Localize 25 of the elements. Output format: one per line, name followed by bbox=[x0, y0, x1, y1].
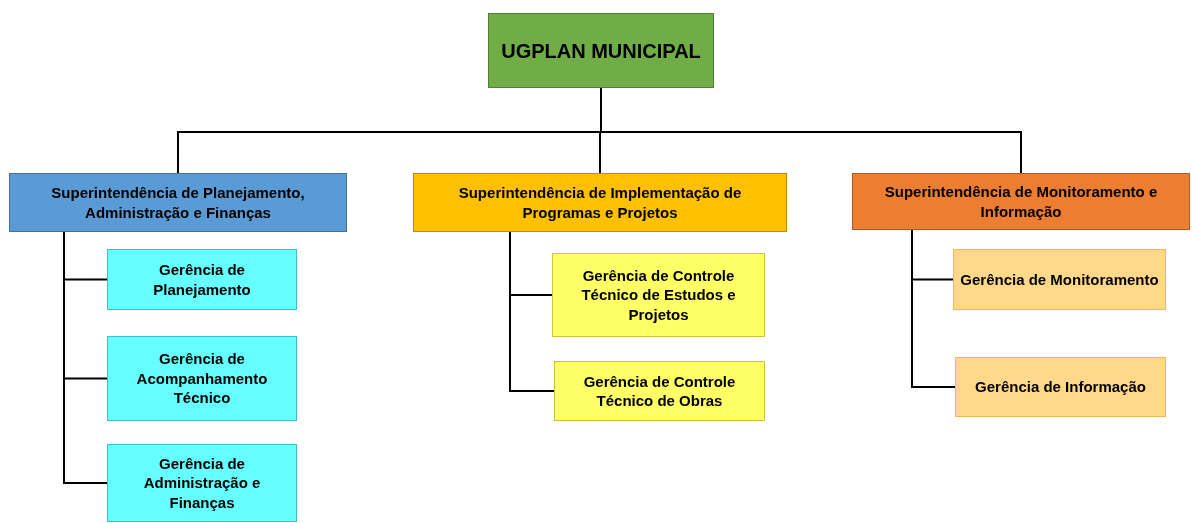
unit-name: Superintendência de Monitoramento e Informação bbox=[883, 182, 1159, 221]
unit-name: Gerência de Controle Técnico de Estudos e Projetos bbox=[580, 265, 737, 325]
unit-name: Gerência de Acompanhamento Técnico bbox=[135, 349, 269, 408]
org-unit-box bbox=[554, 361, 765, 421]
unit-name: Superintendência de Planejamento, Administração e Finanças bbox=[50, 183, 306, 222]
org-unit-box bbox=[955, 357, 1166, 417]
org-unit-box bbox=[488, 13, 714, 88]
org-unit-box bbox=[107, 336, 297, 421]
org-unit-box bbox=[107, 444, 297, 522]
unit-name: Gerência de Administração e Finanças bbox=[142, 453, 262, 513]
org-unit-box bbox=[107, 249, 297, 310]
connector-line bbox=[509, 231, 555, 392]
unit-name: UGPLAN MUNICIPAL bbox=[501, 38, 701, 64]
connector-line bbox=[911, 229, 956, 388]
unit-name: Gerência de Monitoramento bbox=[960, 269, 1159, 290]
unit-name: Gerência de Controle Técnico de Obras bbox=[582, 371, 737, 411]
unit-name: Superintendência de Implementação de Programas e Projetos bbox=[457, 183, 743, 222]
unit-name: Gerência de Informação bbox=[975, 377, 1146, 397]
connector-line bbox=[63, 231, 108, 484]
org-unit-box bbox=[9, 173, 347, 232]
org-unit-box bbox=[552, 253, 765, 337]
org-unit-box bbox=[852, 173, 1190, 230]
org-unit-box bbox=[953, 249, 1166, 310]
org-unit-box bbox=[413, 173, 787, 232]
unit-name: Gerência de Planejamento bbox=[152, 260, 252, 299]
